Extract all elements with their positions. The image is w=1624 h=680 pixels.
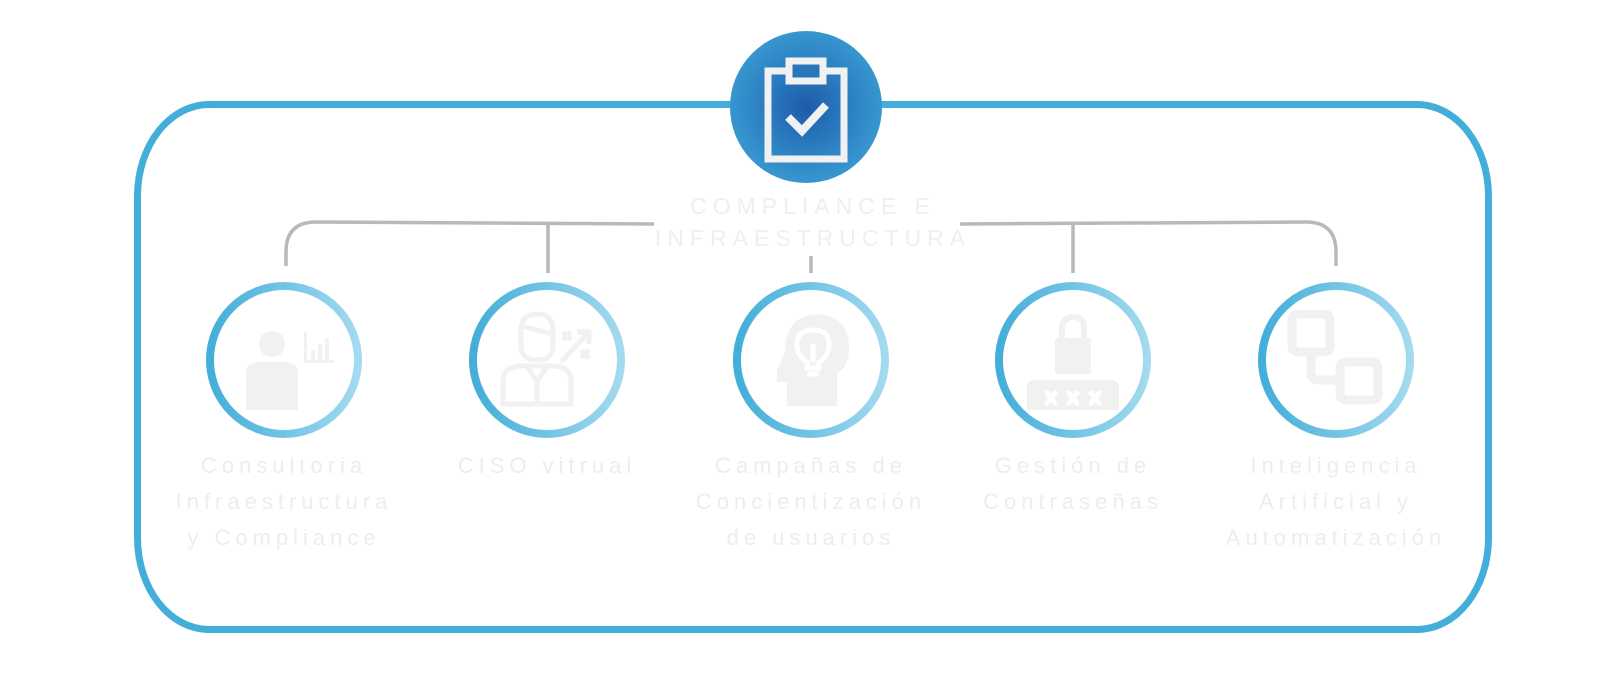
strategist-icon bbox=[500, 311, 592, 407]
node-consultoria bbox=[204, 280, 364, 440]
label-line: CISO vitrual bbox=[457, 453, 637, 478]
node-label-consultoria: Consultoria Infraestructura y Compliance bbox=[154, 448, 414, 556]
diagram-title: COMPLIANCE E INFRAESTRUCTURA bbox=[620, 190, 1006, 254]
title-line-1: COMPLIANCE E bbox=[690, 193, 936, 219]
node-label-ciso: CISO vitrual bbox=[417, 448, 677, 484]
label-line: Campañas de bbox=[715, 453, 907, 478]
node-label-campanas: Campañas de Concientización de usuarios bbox=[681, 448, 941, 556]
node-ciso bbox=[467, 280, 627, 440]
password-lock-icon bbox=[1027, 314, 1119, 410]
label-line: Infraestructura bbox=[175, 489, 393, 514]
clipboard-check-icon bbox=[764, 57, 848, 163]
node-contrasenas bbox=[993, 280, 1153, 440]
consultant-chart-icon bbox=[246, 331, 334, 410]
title-line-2: INFRAESTRUCTURA bbox=[654, 225, 972, 251]
label-line: Inteligencia bbox=[1250, 453, 1422, 478]
label-line: Consultoria bbox=[200, 453, 368, 478]
label-line: Gestión de bbox=[994, 453, 1152, 478]
node-label-contrasenas: Gestión de Contraseñas bbox=[943, 448, 1203, 520]
label-line: Automatización bbox=[1225, 525, 1447, 550]
label-line: Artificial y bbox=[1258, 489, 1414, 514]
label-line: Contraseñas bbox=[983, 489, 1163, 514]
head-lightbulb-icon bbox=[777, 314, 849, 406]
node-campanas bbox=[731, 280, 891, 440]
label-line: y Compliance bbox=[187, 525, 381, 550]
workflow-automation-icon bbox=[1287, 310, 1383, 405]
center-badge bbox=[730, 31, 882, 183]
label-line: de usuarios bbox=[726, 525, 896, 550]
node-label-ia-automatizacion: Inteligencia Artificial y Automatización bbox=[1206, 448, 1466, 556]
node-ia-automatizacion bbox=[1256, 280, 1416, 440]
label-line: Concientización bbox=[695, 489, 927, 514]
